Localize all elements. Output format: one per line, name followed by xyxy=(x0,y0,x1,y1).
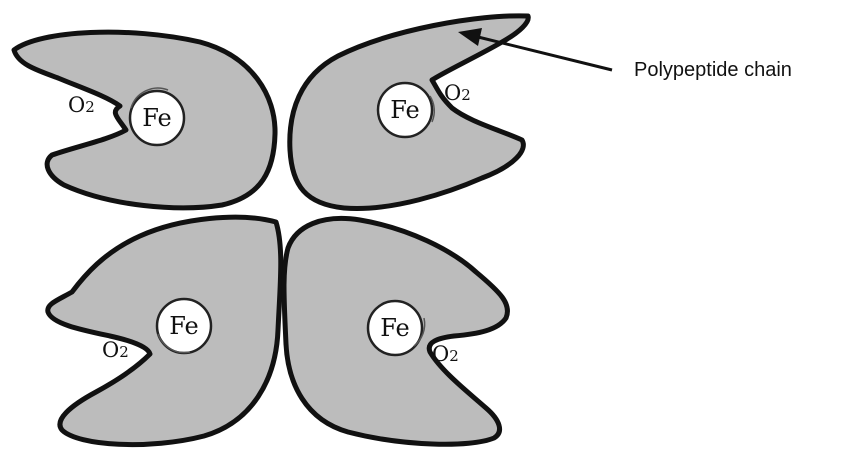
o2-label-bottom-right: O2 xyxy=(432,342,459,366)
heme-shadow-top-left xyxy=(130,87,169,109)
o2-label-bottom-left: O2 xyxy=(102,338,129,362)
heme-shadow-top-right xyxy=(429,95,436,123)
heme-group-bottom-right xyxy=(366,299,424,357)
fe-label-top-right: Fe xyxy=(390,96,420,124)
fe-label-top-left: Fe xyxy=(142,104,172,132)
heme-shadow-bottom-left xyxy=(157,333,191,354)
heme-group-top-left xyxy=(128,89,186,147)
subunit-bottom-right: Fe O2 xyxy=(281,215,510,447)
annotation-label: Polypeptide chain xyxy=(634,59,792,81)
o2-label-top-left: O2 xyxy=(68,93,95,117)
fe-label-bottom-left: Fe xyxy=(169,312,199,340)
heme-group-top-right xyxy=(376,81,434,139)
heme-shadow-bottom-right xyxy=(413,317,426,347)
o2-label-top-right: O2 xyxy=(444,81,471,105)
subunit-top-right: Fe O2 xyxy=(287,13,531,212)
fe-label-bottom-right: Fe xyxy=(380,314,410,342)
annotation-arrow-line xyxy=(473,34,613,72)
annotation-polypeptide-chain: Polypeptide chain xyxy=(458,28,792,81)
subunit-bottom-left: Fe O2 xyxy=(45,214,284,448)
annotation-arrow-head xyxy=(458,28,482,46)
subunit-top-left: Fe O2 xyxy=(11,29,278,211)
